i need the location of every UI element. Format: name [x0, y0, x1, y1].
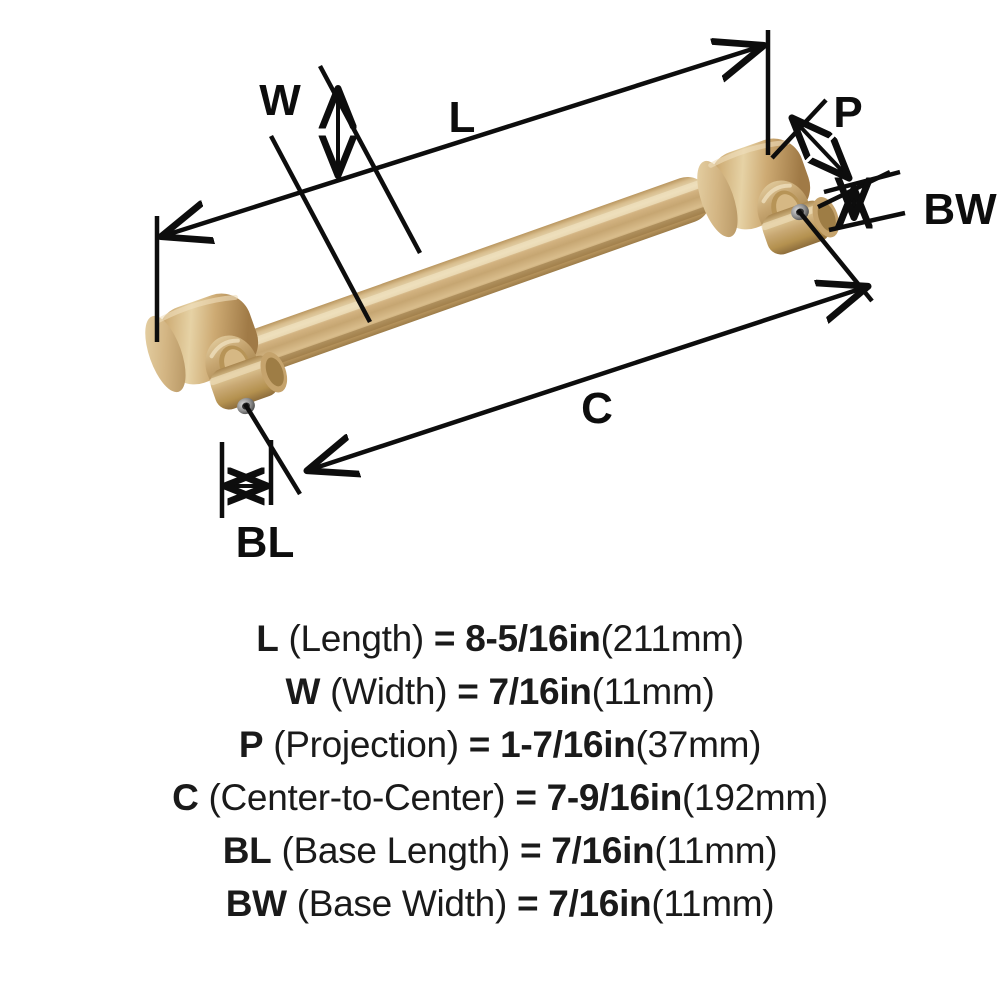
dimension-base-length [219, 440, 274, 518]
spec-value-metric: (37mm) [635, 724, 762, 765]
spec-equals: = [433, 618, 456, 659]
label-base-length: BL [236, 518, 295, 567]
spec-line: BW (Base Width) = 7/16in(11mm) [0, 877, 1000, 930]
spec-name: (Width) [330, 671, 448, 712]
spec-value-imperial: 7/16in [488, 671, 592, 712]
spec-line: L (Length) = 8-5/16in(211mm) [0, 612, 1000, 665]
spec-value-imperial: 7/16in [548, 883, 652, 924]
specification-list: L (Length) = 8-5/16in(211mm)W (Width) = … [0, 612, 1000, 1000]
spec-name: (Length) [288, 618, 425, 659]
projection-extension-line-upper [770, 98, 828, 160]
left-post-stem [209, 352, 288, 410]
dimension-labels: W L P BW C BL [236, 76, 997, 567]
spec-name: (Projection) [273, 724, 459, 765]
dimension-length [154, 30, 771, 342]
label-center-to-center: C [581, 384, 613, 433]
spec-key: L [256, 618, 279, 659]
spec-value-imperial: 8-5/16in [465, 618, 601, 659]
length-arrow [163, 46, 762, 236]
center-to-center-arrow [309, 287, 866, 470]
diagram-svg: W L P BW C BL [145, 30, 997, 567]
bar-pull-product [145, 138, 840, 415]
spec-value-metric: (11mm) [591, 671, 715, 712]
spec-equals: = [457, 671, 479, 712]
spec-line: BL (Base Length) = 7/16in(11mm) [0, 824, 1000, 877]
spec-line: W (Width) = 7/16in(11mm) [0, 665, 1000, 718]
product-dimension-illustration: W L P BW C BL [145, 30, 997, 567]
spec-line: P (Projection) = 1-7/16in(37mm) [0, 718, 1000, 771]
dimension-annotations [154, 30, 906, 518]
spec-value-imperial: 7/16in [551, 830, 655, 871]
spec-key: BL [222, 830, 272, 871]
left-mounting-post [145, 293, 288, 415]
projection-arrow [793, 119, 848, 177]
spec-line: C (Center-to-Center) = 7-9/16in(192mm) [0, 771, 1000, 824]
spec-name: (Base Width) [296, 883, 508, 924]
spec-name: (Base Length) [281, 830, 510, 871]
spec-value-imperial: 7-9/16in [546, 777, 683, 818]
base-width-extension-line-lower [828, 210, 906, 233]
spec-equals: = [516, 883, 539, 924]
width-extension-line-lower [269, 134, 372, 324]
spec-key: P [238, 724, 264, 765]
spec-value-metric: (11mm) [651, 883, 775, 924]
spec-key: C [172, 777, 199, 818]
spec-value-imperial: 1-7/16in [500, 724, 636, 765]
label-base-width: BW [923, 185, 997, 234]
dimension-base-width [823, 169, 906, 233]
label-projection: P [833, 88, 862, 137]
spec-equals: = [468, 724, 491, 765]
spec-equals: = [515, 777, 537, 818]
spec-value-metric: (211mm) [600, 618, 744, 659]
label-width: W [259, 76, 301, 125]
pull-bar-tube [226, 176, 715, 378]
label-length: L [449, 93, 476, 142]
spec-value-metric: (11mm) [654, 830, 778, 871]
spec-key: W [285, 671, 321, 712]
spec-name: (Center-to-Center) [208, 777, 506, 818]
base-width-extension-line-upper [823, 169, 901, 195]
spec-equals: = [519, 830, 542, 871]
spec-key: BW [225, 883, 287, 924]
spec-value-metric: (192mm) [682, 777, 828, 818]
